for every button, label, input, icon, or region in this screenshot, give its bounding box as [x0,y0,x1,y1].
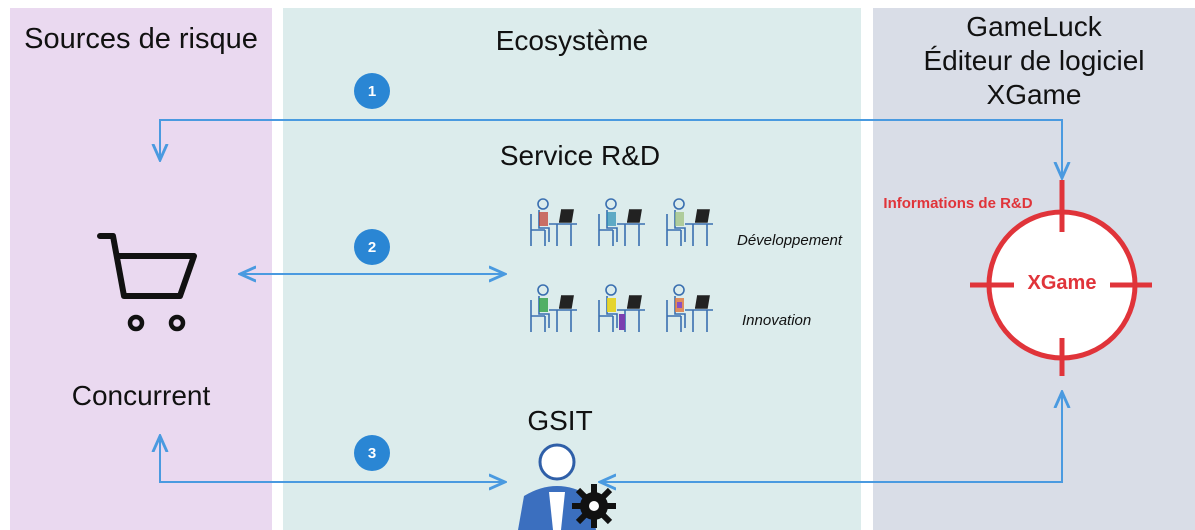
development-label: Développement [737,232,843,249]
editor-title-line2: Éditeur de logiciel [923,45,1145,76]
desk-worker-icon [666,198,714,247]
editor-title: GameLuck Éditeur de logiciel XGame [873,10,1195,112]
editor-title-line3: XGame [986,79,1082,110]
desk-worker-icon [598,284,646,333]
service-rd-title: Service R&D [499,140,661,171]
desk-worker-icon [530,198,578,247]
editor-title-line1: GameLuck [966,11,1102,42]
flow-1-arrow [160,119,1062,178]
step-badge-2: 2 [354,229,390,265]
desk-worker-icon [530,284,578,333]
desk-worker-icon [598,198,646,247]
competitor-label: Concurrent [71,380,211,411]
target-label: XGame [1027,272,1097,294]
flow-3b-arrow [600,392,1062,482]
step-badge-3: 3 [354,435,390,471]
flow-3-arrow [160,436,505,482]
rd-information-label: Informations de R&D [883,195,1033,212]
risk-sources-title: Sources de risque [24,23,258,55]
desk-worker-icon [666,284,714,333]
step-badge-1: 1 [354,73,390,109]
gsit-label: GSIT [527,405,593,436]
ecosystem-title: Ecosystème [495,25,649,56]
innovation-label: Innovation [742,312,812,329]
